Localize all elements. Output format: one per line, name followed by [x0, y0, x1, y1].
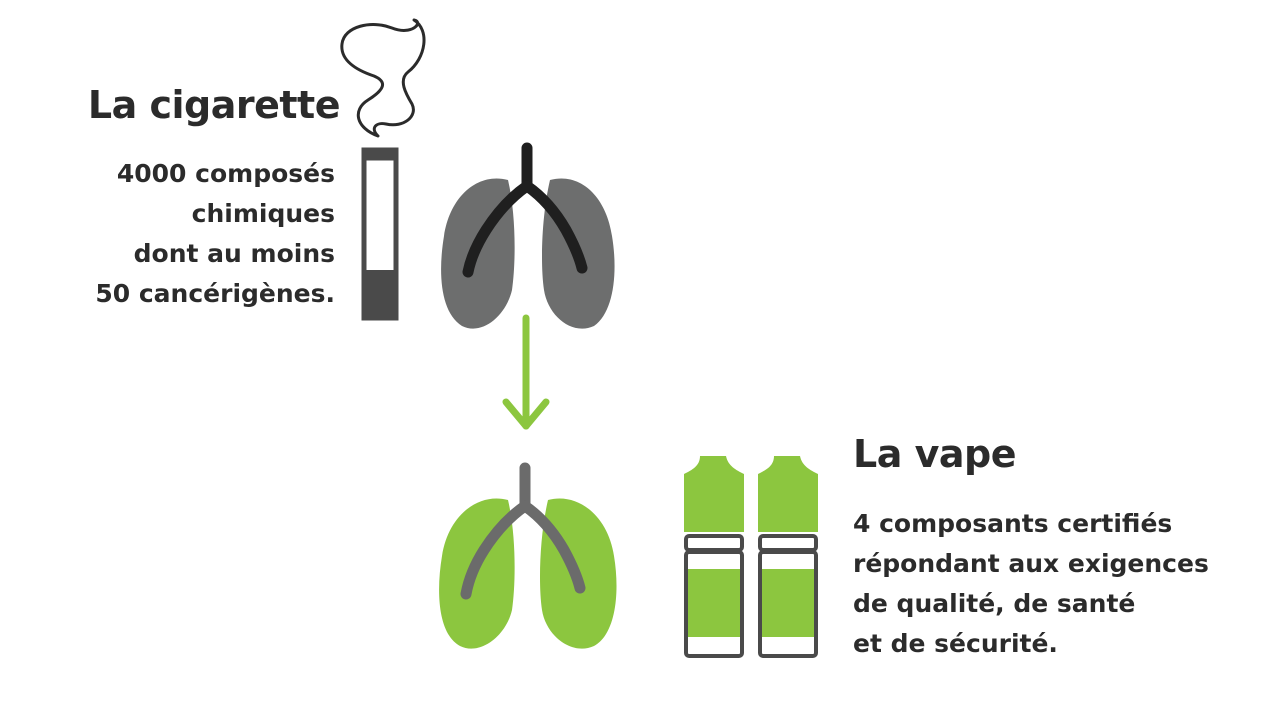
- smoker-lungs-icon: [441, 142, 615, 329]
- cigarette-title: La cigarette: [87, 83, 341, 127]
- eliquid-bottle-icon: [758, 456, 818, 658]
- vape-desc-line: répondant aux exigences: [853, 549, 1209, 578]
- smoke-icon: [340, 18, 426, 138]
- cigarette-desc-line: 4000 composés: [116, 159, 335, 188]
- cigarette-description: 4000 composés chimiques dont au moins 50…: [95, 154, 335, 314]
- vape-description: 4 composants certifiés répondant aux exi…: [853, 504, 1209, 664]
- vape-title: La vape: [853, 432, 1016, 476]
- cigarette-desc-line: chimiques: [191, 199, 335, 228]
- cigarette-icon: [361, 147, 399, 321]
- cigarette-desc-line: 50 cancérigènes.: [95, 279, 335, 308]
- vape-desc-line: de qualité, de santé: [853, 589, 1136, 618]
- healthy-lungs-icon: [439, 462, 617, 649]
- cigarette-desc-line: dont au moins: [133, 239, 335, 268]
- arrow-down-icon: [502, 314, 550, 430]
- eliquid-bottle-icon: [684, 456, 744, 658]
- vape-desc-line: 4 composants certifiés: [853, 509, 1173, 538]
- vape-desc-line: et de sécurité.: [853, 629, 1058, 658]
